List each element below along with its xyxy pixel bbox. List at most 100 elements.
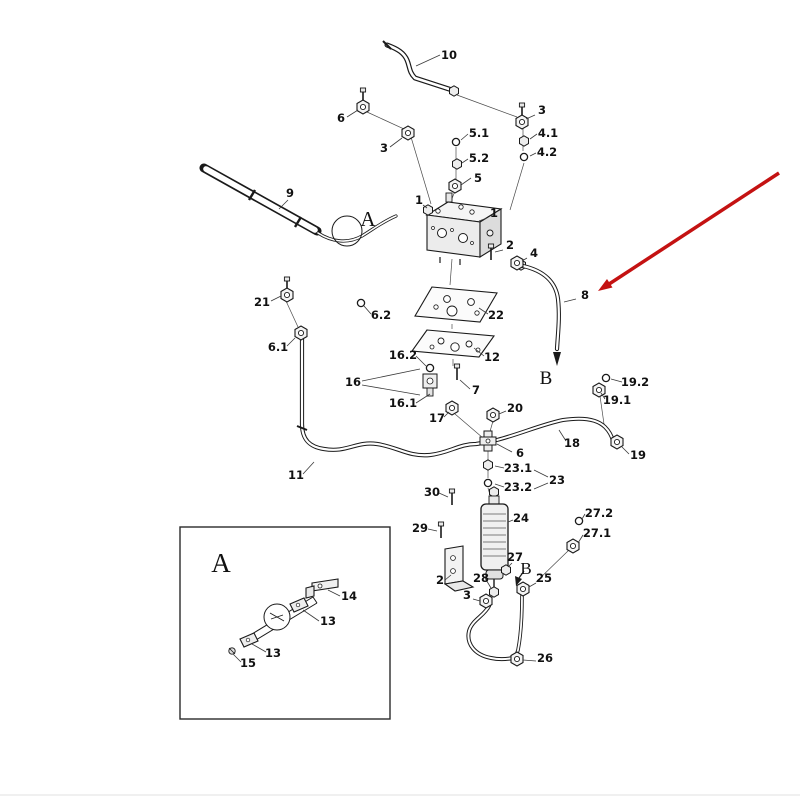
leader-line <box>507 519 514 523</box>
part-label-14: 14 <box>341 589 357 603</box>
part-6-2 <box>356 298 366 308</box>
part-label-24: 24 <box>513 511 529 525</box>
part-label-29: 29 <box>412 521 428 535</box>
leader-line <box>389 137 403 148</box>
fitting-20 <box>486 407 500 423</box>
part-label-22: 22 <box>488 308 504 322</box>
leader-line <box>494 249 504 253</box>
part-28 <box>489 586 499 598</box>
leader-line <box>444 574 452 581</box>
fitting-27-1 <box>566 538 580 554</box>
part-label-2: 2 <box>506 238 514 252</box>
filter-24 <box>480 486 509 590</box>
part-label-28: 28 <box>473 571 489 585</box>
leader-line <box>529 133 538 140</box>
part-label-15: 15 <box>240 656 256 670</box>
leader-line <box>460 133 469 141</box>
part-label-27.2: 27.2 <box>585 506 613 520</box>
leader-line <box>522 659 537 662</box>
leader-line <box>346 109 359 118</box>
leader-line <box>270 295 282 302</box>
part-label-9: 9 <box>286 186 294 200</box>
part-label-30: 30 <box>424 485 440 499</box>
part-label-5.2: 5.2 <box>469 151 489 165</box>
part-label-20: 20 <box>507 401 523 415</box>
leader-line <box>600 392 606 400</box>
leader-line <box>610 378 623 383</box>
tube-25-down <box>514 594 524 658</box>
leader-line <box>327 589 341 597</box>
fitting-19 <box>610 434 624 450</box>
part-label-3: 3 <box>380 141 388 155</box>
tube-18 <box>495 416 615 443</box>
part-label-27.1: 27.1 <box>583 526 611 540</box>
part-label-18: 18 <box>564 436 580 450</box>
part-label-19.2: 19.2 <box>621 375 649 389</box>
leader-line <box>302 461 315 475</box>
leader-line <box>581 513 586 520</box>
leader-line <box>460 177 472 186</box>
part-label-25: 25 <box>536 571 552 585</box>
part-label-23: 23 <box>549 473 565 487</box>
leader-line <box>533 469 549 478</box>
leader-line <box>422 204 428 209</box>
part-label-4.1: 4.1 <box>538 126 558 140</box>
tube-11-clamp <box>296 425 308 431</box>
leader-line <box>363 305 372 315</box>
part-label-21: 21 <box>254 295 270 309</box>
part-label-23.1: 23.1 <box>504 461 532 475</box>
part-label-1: 1 <box>490 206 498 220</box>
part-label-3: 3 <box>463 588 471 602</box>
leader-line <box>494 465 505 469</box>
leader-line <box>438 492 449 498</box>
leader-line <box>498 410 507 415</box>
part-label-13: 13 <box>320 614 336 628</box>
tube-9 <box>199 163 398 247</box>
leader-line <box>427 528 438 532</box>
part-4-1 <box>519 135 529 147</box>
leader-line <box>521 257 528 262</box>
part-label-6.1: 6.1 <box>268 340 288 354</box>
part-label-17: 17 <box>429 411 445 425</box>
part-label-10: 10 <box>441 48 457 62</box>
part-label-2: 2 <box>436 573 444 587</box>
fitting-25 <box>516 581 530 597</box>
inset-detail-a <box>179 526 391 720</box>
part-label-1: 1 <box>415 193 423 207</box>
flow-arrow-b1 <box>553 352 561 366</box>
cross-fitting-6 <box>479 430 497 452</box>
part-label-12: 12 <box>484 350 500 364</box>
part-label-27: 27 <box>507 550 523 564</box>
mounting-plate-12 <box>410 329 496 358</box>
leader-line <box>415 355 427 367</box>
tube-8 <box>516 259 561 366</box>
part-16-assembly <box>422 363 438 397</box>
leader-line <box>528 582 537 588</box>
fitting-4 <box>510 255 524 271</box>
part-5-2 <box>452 158 462 170</box>
construction-lines <box>285 94 605 583</box>
part-23-2 <box>483 478 493 488</box>
part-5-1 <box>451 137 461 147</box>
leader-line <box>459 379 471 390</box>
leader-line <box>302 609 320 622</box>
fitting-6-top <box>356 99 370 115</box>
part-label-13: 13 <box>265 646 281 660</box>
leader-line <box>478 217 488 222</box>
bolt-30 <box>448 488 456 506</box>
leader-line <box>232 653 242 663</box>
part-label-6.2: 6.2 <box>371 308 391 322</box>
part-label-6: 6 <box>516 446 524 460</box>
leader-line <box>361 368 421 382</box>
fitting-3-left <box>401 125 415 141</box>
gasket-plate-22 <box>414 286 498 323</box>
part-label-5: 5 <box>474 171 482 185</box>
view-marker-A: A <box>211 548 231 578</box>
leader-line <box>525 114 536 120</box>
part-23-1 <box>483 459 493 471</box>
red-arrow-head <box>598 279 613 291</box>
leader-line <box>496 443 513 453</box>
part-label-4.2: 4.2 <box>537 145 557 159</box>
tube-11 <box>296 335 492 458</box>
